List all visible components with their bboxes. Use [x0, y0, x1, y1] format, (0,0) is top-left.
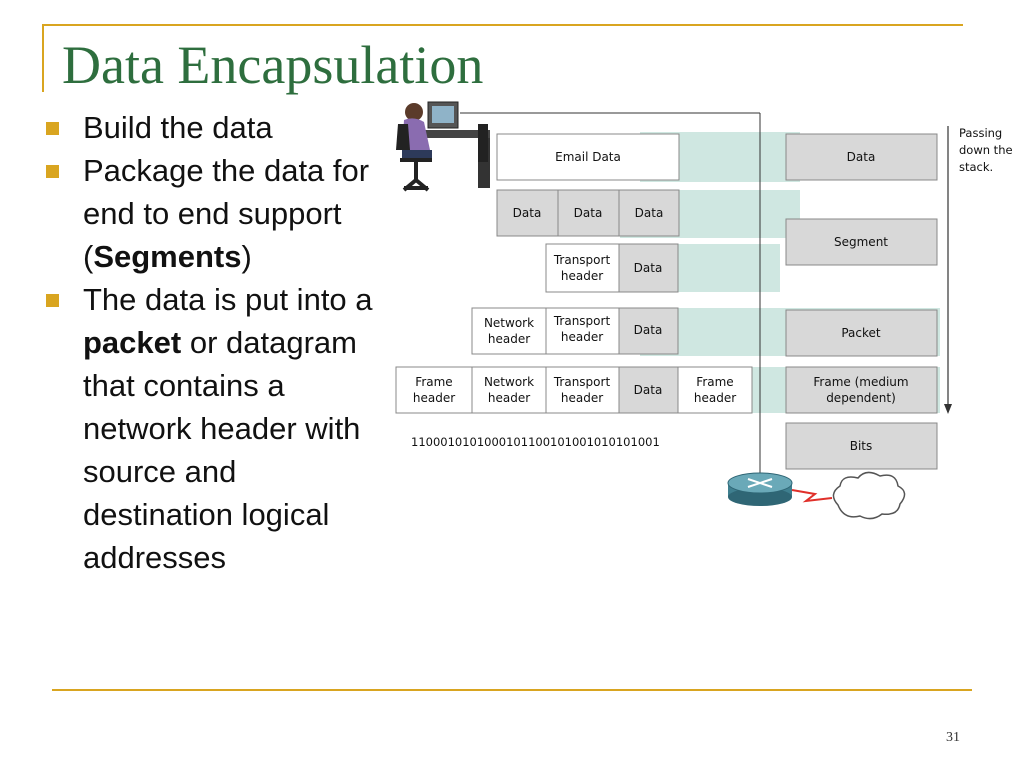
packet-network-header-box [471, 307, 547, 355]
frame-header-box-left [395, 366, 473, 414]
email-data-label: Email Data [555, 150, 621, 164]
bullet-marker-icon [46, 165, 59, 178]
router-icon [727, 472, 793, 506]
slide-title: Data Encapsulation [62, 35, 484, 95]
left-rule [42, 24, 44, 92]
bullet-item: Build the data [44, 106, 379, 149]
stage-data-label: Data [847, 150, 876, 164]
stage-segment-box [785, 218, 938, 266]
packet-data-label: Data [634, 323, 663, 337]
packet-data-box [618, 307, 679, 355]
down-arrow-icon [944, 404, 952, 414]
segment-data-label: Data [634, 261, 663, 275]
data-box-3 [618, 189, 680, 237]
row-email: Email Data [496, 133, 680, 181]
stage-packet-box [785, 309, 938, 357]
serial-link-icon [791, 489, 833, 503]
frame-transport-header-box [545, 366, 620, 414]
frame-data-box [618, 366, 679, 414]
bullet-item: The data is put into a packet or datagra… [44, 278, 379, 579]
bullet-text: Package the data for end to end support … [83, 153, 370, 274]
bottom-rule [52, 689, 972, 691]
data-box-1 [496, 189, 559, 237]
bullet-text: ) [241, 239, 252, 274]
frame-header-box-right [677, 366, 753, 414]
data-label-1: Data [513, 206, 542, 220]
chair-icon [400, 158, 432, 192]
bullet-text: Build the data [83, 110, 273, 145]
bullet-bold-text: Segments [93, 239, 242, 274]
stage-data-box [785, 133, 938, 181]
cloud-icon [832, 471, 906, 520]
frame-data-label: Data [634, 383, 663, 397]
page-number: 31 [946, 730, 960, 745]
bullet-marker-icon [46, 294, 59, 307]
data-label-3: Data [635, 206, 664, 220]
bullet-text: or datagram that contains a network head… [83, 325, 361, 575]
stage-frame-box [785, 366, 938, 414]
bits-string: 1100010101000101100101001010101001 [411, 435, 660, 449]
segment-transport-header-box [545, 243, 620, 293]
bullet-bold-text: packet [83, 325, 182, 360]
stage-bits-box [785, 422, 938, 470]
packet-transport-header-box [545, 307, 620, 355]
data-label-2: Data [574, 206, 603, 220]
desk-icon [410, 130, 490, 138]
bullet-item: Package the data for end to end support … [44, 149, 379, 278]
bullet-marker-icon [46, 122, 59, 135]
segment-data-box [618, 243, 679, 293]
bullet-text: The data is put into a [83, 282, 373, 317]
top-rule [42, 24, 963, 26]
row-data: Data Data Data [496, 189, 680, 237]
tower-icon [478, 124, 488, 162]
user-computer-illustration [396, 101, 490, 192]
email-data-box [496, 133, 680, 181]
data-box-2 [557, 189, 620, 237]
person-head-icon [405, 103, 423, 121]
frame-network-header-box [471, 366, 547, 414]
stage-bits-label: Bits [850, 439, 873, 453]
stage-packet-label: Packet [841, 326, 881, 340]
stage-segment-label: Segment [834, 235, 888, 249]
